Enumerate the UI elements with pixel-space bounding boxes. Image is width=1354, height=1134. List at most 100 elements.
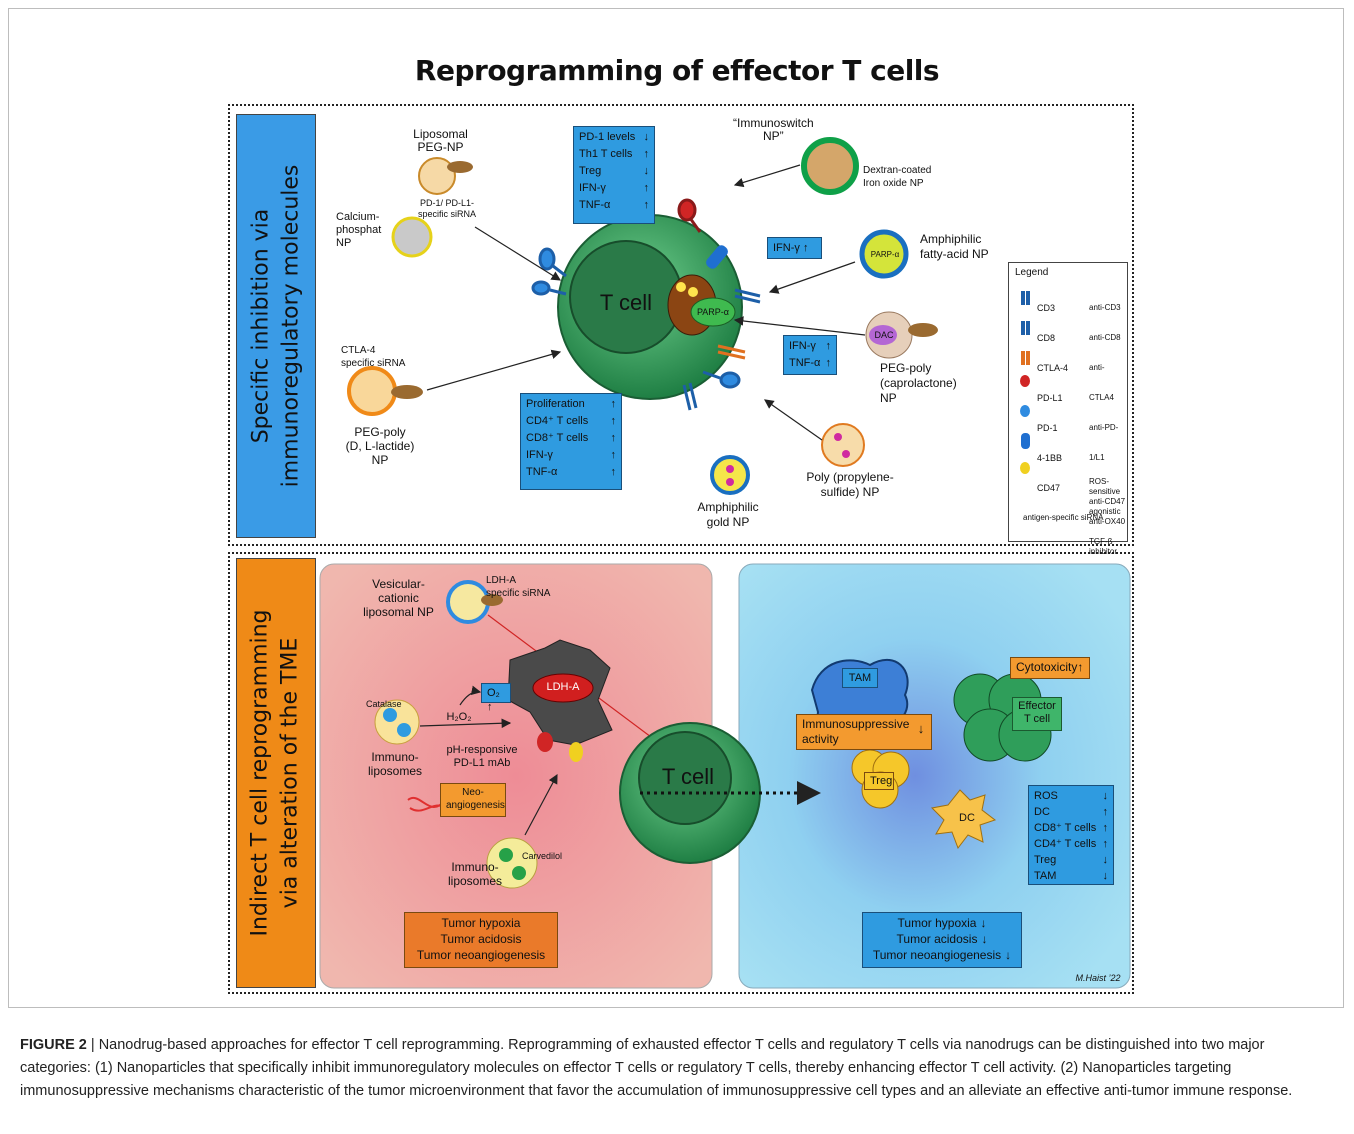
box-cell: ↑ (1102, 838, 1109, 850)
label-line: PEG-poly (880, 361, 932, 375)
legend-title: Legend (1015, 267, 1049, 278)
box-pd1-effects: PD-1 levels↓ Th1 T cells↑ Treg↓ IFN-γ↑ T… (573, 126, 655, 224)
caption-label: FIGURE 2 (20, 1037, 87, 1053)
immunoswitch-np (801, 137, 859, 195)
box-cell: CD4⁺ T cells (526, 415, 589, 427)
box-cell: ↑ (1102, 806, 1109, 818)
arrow-sirna (474, 226, 562, 281)
label-line: gold NP (706, 515, 750, 529)
label-line: “Immunoswitch (733, 116, 814, 130)
box-row: CD4⁺ T cells ↑ (1034, 836, 1108, 852)
gold-core (726, 465, 734, 473)
label-line: Immunosuppressive (802, 717, 910, 731)
box-cell: PD-1 levels (579, 131, 636, 143)
box-cell: IFN-γ (579, 182, 606, 194)
catalase-dot (397, 723, 411, 737)
dac-label: DAC (874, 330, 894, 340)
box-cell: ↓ (643, 165, 650, 177)
receptor-ctla4 (717, 344, 746, 360)
box-row: IFN-γ↑ (526, 447, 616, 464)
label-catalase: Catalase (366, 699, 402, 709)
box-cell: Th1 T cells (579, 148, 633, 160)
box-cell: ↑ (610, 466, 617, 478)
box-row: Treg↓ (579, 163, 649, 180)
tgf-inhibitor (834, 433, 842, 441)
caption-text: | Nanodrug-based approaches for effector… (20, 1037, 1293, 1099)
carvedilol-dot (499, 848, 513, 862)
label-line: Vesicular- (372, 577, 425, 591)
box-tumor-right: Tumor hypoxia↓ Tumor acidosis↓ Tumor neo… (862, 912, 1022, 968)
label-line: PEG-NP (417, 140, 464, 154)
label-line: NP (371, 453, 389, 467)
label-line: Amphiphilic (920, 232, 982, 246)
box-cell: Tumor hypoxia (897, 916, 977, 930)
figure-caption: FIGURE 2 | Nanodrug-based approaches for… (20, 1034, 1334, 1103)
box-tam: TAM (842, 668, 878, 688)
label-line: angiogenesis (446, 800, 505, 811)
box-cell: IFN-γ (789, 340, 816, 352)
label-poly-propylene: Poly (propylene-sulfide) NP (790, 470, 910, 500)
legend-item: CD47 (1037, 483, 1061, 493)
label-sirna-pd: PD-1/ PD-L1-specific siRNA (407, 198, 487, 220)
box-o2: O₂ ↑ (481, 683, 511, 713)
tcell-vesicle (688, 287, 698, 297)
tcell-bottom-label: T cell (661, 764, 715, 789)
arrow-dac (733, 316, 866, 336)
ctla4-np (347, 366, 397, 416)
box-row: TNF-α↑ (579, 197, 649, 214)
box-neo: Neo-angiogenesis (440, 783, 506, 817)
poly-propylene-np (821, 423, 865, 467)
dc-cell (930, 789, 997, 850)
box-cell: Tumor acidosis (896, 932, 978, 946)
box-cell: ↓ (1102, 854, 1109, 866)
box-cell: ↑ (825, 340, 832, 352)
box-cell: TAM (1034, 870, 1057, 882)
peg-cap (391, 385, 423, 399)
label-line: PD-L1 mAb (453, 757, 511, 769)
box-row: Proliferation↑ (526, 396, 616, 413)
legend-item: 4-1BB (1037, 453, 1063, 463)
liposomal-peg-np (418, 157, 456, 195)
box-cell: ↓ (1102, 870, 1109, 882)
box-cell: CD4⁺ T cells (1034, 838, 1097, 850)
peg-cap (481, 594, 503, 606)
treg-cluster (851, 749, 910, 809)
amph-gold-np (710, 455, 750, 495)
legend-item: antigen-specific siRNA (1023, 513, 1104, 522)
catalase-dot (383, 708, 397, 722)
receptor-cd8-bottom (682, 382, 698, 411)
label-line: Poly (propylene- (806, 470, 894, 484)
box-cell: ↑ (1102, 822, 1109, 834)
label-line: NP (336, 237, 352, 249)
tcell-vesicle (676, 282, 686, 292)
arrow-down-immuno: ↓ (917, 721, 925, 736)
carvedilol-dot (512, 866, 526, 880)
label-line: (caprolactone) (880, 376, 957, 390)
box-row: IFN-γ ↑ (789, 338, 831, 355)
box-treg: Treg (864, 772, 894, 790)
box-row: Treg↓ (1034, 852, 1108, 868)
legend-left-col: CD3 CD8 CTLA-4 PD-L1 PD-1 4-1BB CD47 (1037, 293, 1068, 503)
label-line: NP” (763, 129, 784, 143)
box-cell: CD8⁺ T cells (1034, 822, 1097, 834)
receptor-pd1-left (531, 247, 567, 296)
tcell-bottom-nucleus (638, 731, 732, 825)
box-cell: ↑ (610, 415, 617, 427)
label-line: Dextran-coated (863, 165, 932, 176)
box-row: TAM ↓ (1034, 868, 1108, 884)
label-line: LDH-A (486, 575, 517, 586)
legend-item: PD-L1 (1037, 393, 1063, 403)
arrow-fatty (768, 261, 856, 294)
label-line: sulfide) NP (820, 485, 880, 499)
box-dac-effects: IFN-γ↑ TNF-α↑ (783, 335, 837, 375)
cd47-receptor (569, 742, 583, 762)
legend-item: TGF-ß inhibitor (1089, 537, 1118, 556)
box-cell: Tumor neoangiogenesis (872, 948, 1002, 962)
